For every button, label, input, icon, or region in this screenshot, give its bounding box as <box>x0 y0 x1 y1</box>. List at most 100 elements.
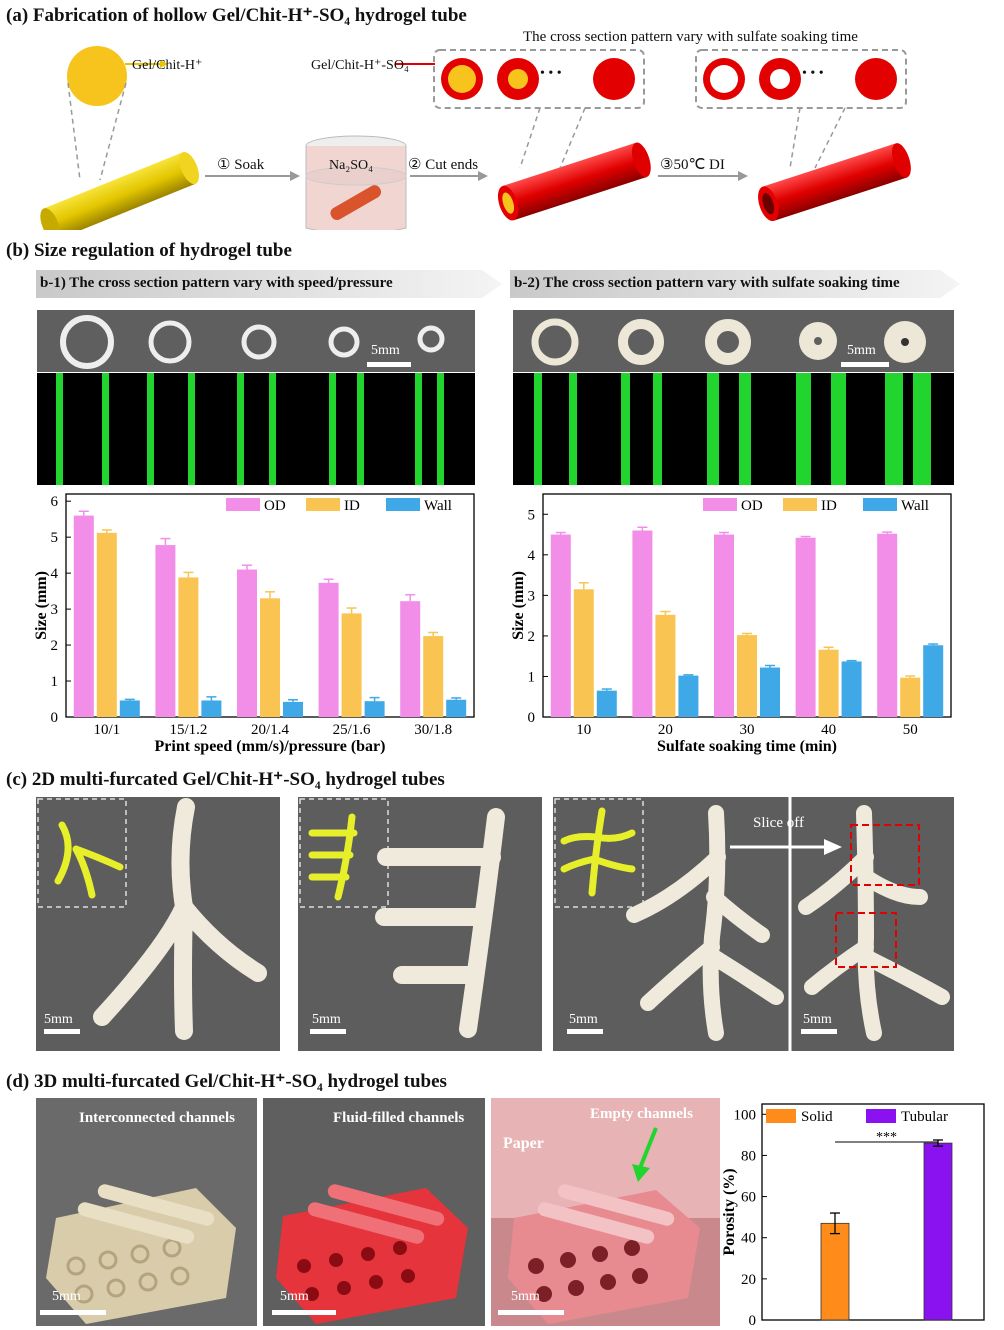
b1-header: b-1) The cross section pattern vary with… <box>36 268 502 300</box>
legend-label: ID <box>344 498 360 514</box>
scaffold-clear-photo <box>46 1184 236 1324</box>
x-axis-label: Sulfate soaking time (min) <box>657 738 837 755</box>
bar-od <box>237 569 257 717</box>
legend-swatch <box>226 498 260 511</box>
legend-swatch <box>866 1109 896 1123</box>
empty-channel-arrow-icon <box>632 1164 650 1182</box>
x-tick-label: 15/1.2 <box>169 722 207 738</box>
bar-od <box>318 582 339 717</box>
y-tick-label: 4 <box>51 566 59 582</box>
beaker-icon <box>305 135 407 230</box>
b1-cross-section-photo: 5mm <box>37 310 475 372</box>
bar-id <box>423 636 444 717</box>
legend-swatch <box>306 498 340 511</box>
x-tick-label: 50 <box>903 722 918 738</box>
c-scale-2: 5mm <box>312 1012 341 1027</box>
bar-wall <box>446 699 467 717</box>
y-tick-label: 20 <box>741 1272 756 1288</box>
y-tick-label: 0 <box>51 710 59 726</box>
y-tick-label: 5 <box>528 507 536 523</box>
y-tick-label: 100 <box>734 1107 757 1123</box>
bar-wall <box>201 700 222 717</box>
d-photo1-label: Interconnected channels <box>79 1110 235 1126</box>
b1-fluorescence-photo <box>37 373 475 485</box>
legend-swatch <box>863 498 897 511</box>
y-tick-label: 2 <box>51 638 59 654</box>
bar-id <box>178 577 199 717</box>
bar-id <box>260 598 280 717</box>
label-gel-chit-h: Gel/Chit-H⁺ <box>132 58 203 73</box>
panel-c-title: (c) 2D multi-furcated Gel/Chit-H⁺-SO₄ hy… <box>6 769 445 790</box>
y-tick-label: 3 <box>528 588 536 604</box>
bar-wall <box>760 667 780 717</box>
bar-wall <box>596 690 617 717</box>
d-scale-3: 5mm <box>511 1289 540 1304</box>
x-tick-label: 20 <box>658 722 673 738</box>
d-scale-2: 5mm <box>280 1289 309 1304</box>
sliced-tube-photo <box>798 805 950 1041</box>
c-scale-3: 5mm <box>569 1012 598 1027</box>
x-axis-label: Print speed (mm/s)/pressure (bar) <box>155 738 386 755</box>
pattern-note: The cross section pattern vary with sulf… <box>523 29 858 45</box>
legend-swatch <box>386 498 420 511</box>
y-tick-label: 5 <box>51 530 59 546</box>
bar-id <box>818 649 839 717</box>
slice-box-1 <box>850 824 920 886</box>
d-photo3-label: Empty channels <box>590 1106 693 1122</box>
legend-label: Solid <box>801 1109 833 1125</box>
b1-header-text: b-1) The cross section pattern vary with… <box>40 275 393 291</box>
bar-id <box>900 677 921 717</box>
bar-wall <box>923 645 944 717</box>
panel-d-title: (d) 3D multi-furcated Gel/Chit-H⁺-SO₄ hy… <box>6 1071 447 1092</box>
legend-label: ID <box>821 498 837 514</box>
beaker-label: Na₂SO₄ <box>329 158 373 173</box>
legend-label: Wall <box>901 498 929 514</box>
x-tick-label: 10 <box>576 722 591 738</box>
legend-swatch <box>783 498 817 511</box>
bar-wall <box>364 701 385 717</box>
branch-model-icon-3 <box>560 807 636 897</box>
y-tick-label: 6 <box>51 494 59 510</box>
b1-scale-bar <box>367 362 411 367</box>
branch-model-icon-2 <box>308 813 358 901</box>
legend-swatch <box>703 498 737 511</box>
x-tick-label: 40 <box>821 722 836 738</box>
hollow-tube-icon <box>758 143 911 222</box>
legend-swatch <box>766 1109 796 1123</box>
dots-2: • • • <box>802 66 824 81</box>
scaffold-empty-channels-photo <box>508 1184 700 1324</box>
plot-frame <box>761 1103 985 1321</box>
significance-label: *** <box>876 1130 897 1145</box>
y-branch-tube-photo <box>93 798 267 1040</box>
slice-arrow-icon <box>824 839 842 855</box>
d-scale-1: 5mm <box>52 1289 81 1304</box>
x-tick-label: 30/1.8 <box>414 722 452 738</box>
y-axis-label: Size (mm) <box>510 571 527 640</box>
y-tick-label: 0 <box>528 710 536 726</box>
bar-id <box>573 589 594 717</box>
b2-header: b-2) The cross section pattern vary with… <box>510 268 960 300</box>
bar-wall <box>841 661 862 717</box>
panel-d-photos <box>36 1098 720 1326</box>
legend-label: OD <box>741 498 763 514</box>
gel-cross-section-icon <box>67 46 127 106</box>
c-scale-4: 5mm <box>803 1012 832 1027</box>
multi-branch-tube-photo <box>626 805 784 1041</box>
bar-od <box>155 545 176 717</box>
step-soak: ① Soak <box>217 157 265 173</box>
yellow-rod-icon <box>40 151 199 230</box>
b2-scale-bar <box>841 362 889 367</box>
y-tick-label: 40 <box>741 1231 756 1247</box>
step-cut-ends: ② Cut ends <box>408 157 479 173</box>
label-gel-chit-h-so4: Gel/Chit-H⁺-SO₄ <box>311 58 409 73</box>
legend-label: OD <box>264 498 286 514</box>
d-photo2-label: Fluid-filled channels <box>333 1110 465 1126</box>
bar-od <box>73 515 94 717</box>
b2-header-text: b-2) The cross section pattern vary with… <box>514 275 900 291</box>
slice-off-label: Slice off <box>753 815 804 831</box>
y-tick-label: 60 <box>741 1190 756 1206</box>
x-tick-label: 30 <box>740 722 755 738</box>
